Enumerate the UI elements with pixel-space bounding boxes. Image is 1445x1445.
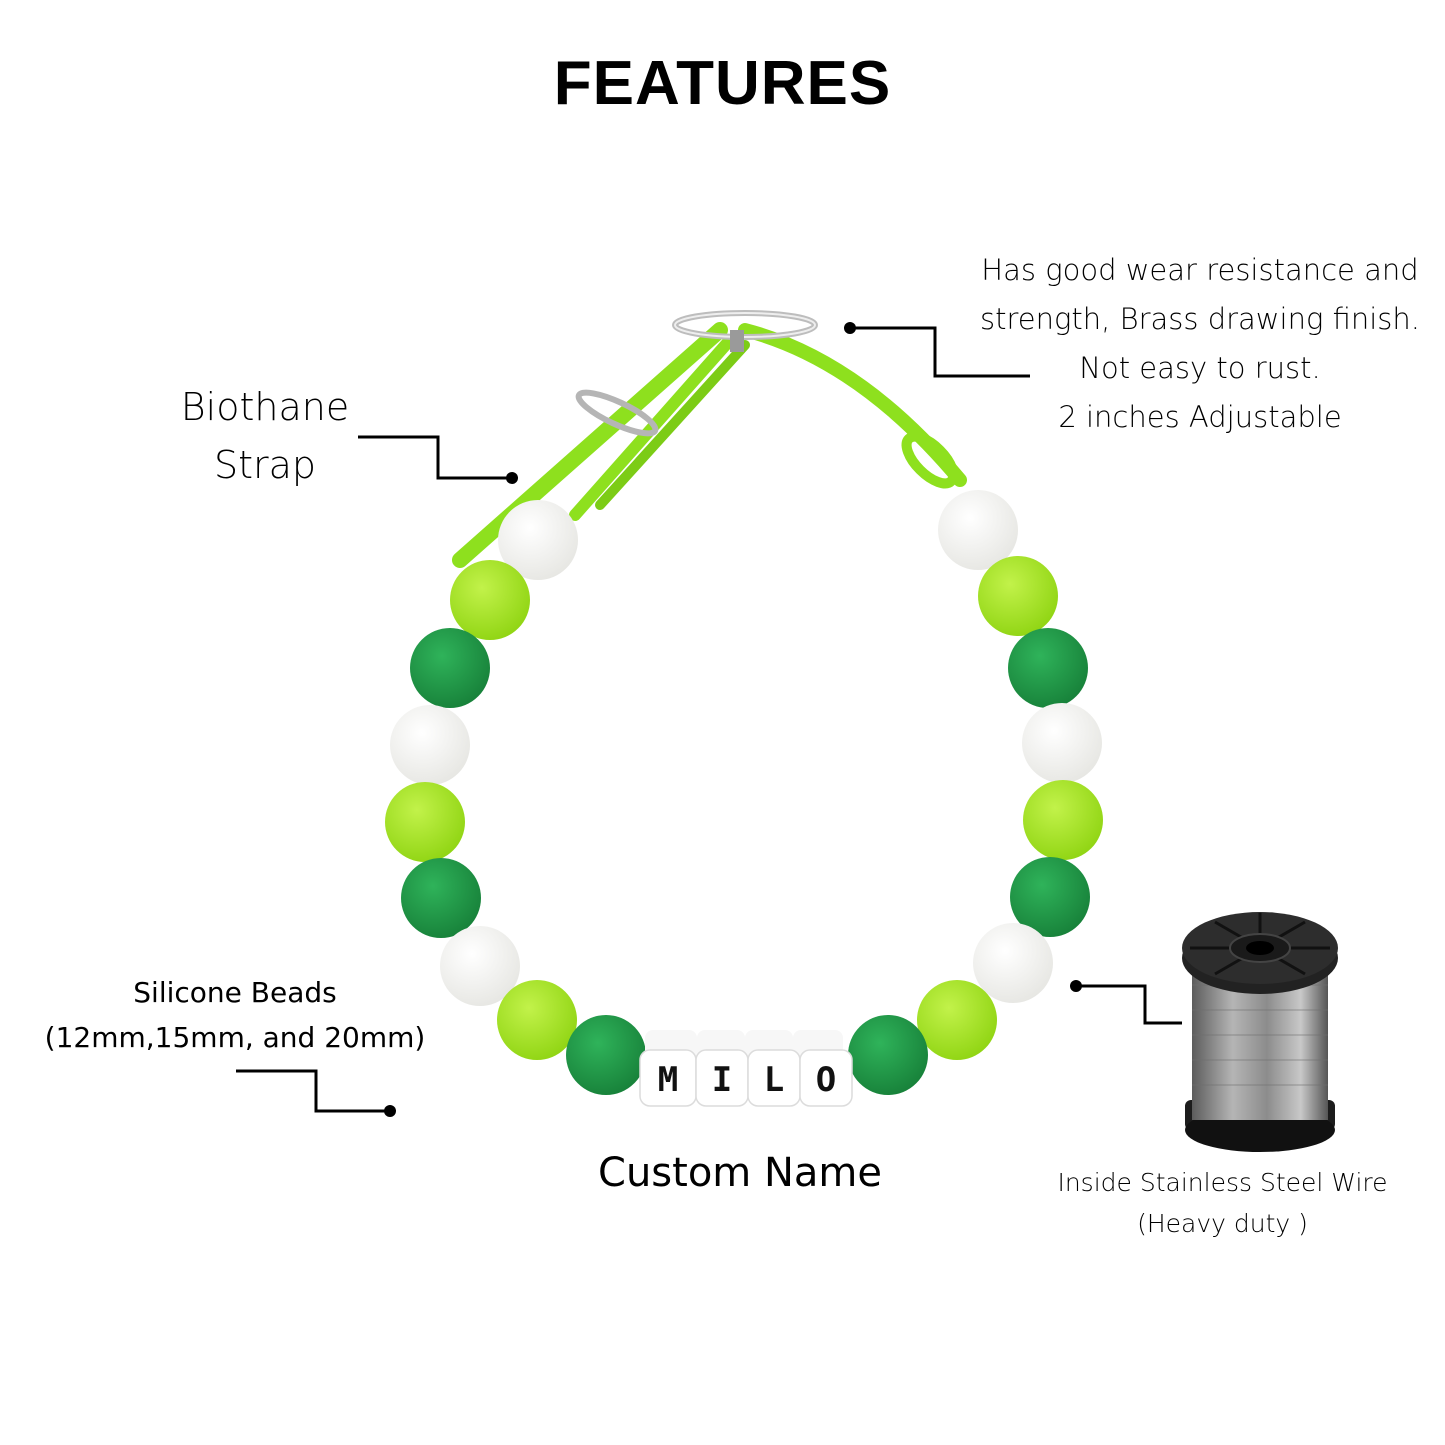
bead-lime	[917, 980, 997, 1060]
strap-label: Biothane Strap	[150, 378, 380, 494]
page-title: FEATURES	[553, 49, 892, 118]
hardware-label-line-3: Not easy to rust.	[1079, 351, 1321, 385]
buckle-hardware	[575, 310, 818, 437]
tag-letter-4: O	[816, 1060, 836, 1100]
tag-letter-3: L	[764, 1060, 784, 1100]
custom-name-label: Custom Name	[598, 1150, 882, 1196]
callout-hardware	[844, 322, 1030, 378]
bead-green	[401, 858, 481, 938]
letter-cubes: M I L O	[639, 1049, 853, 1107]
bead-green	[1008, 628, 1088, 708]
bead-green	[848, 1015, 928, 1095]
bead-white	[440, 926, 520, 1006]
beads-label-line-1: Silicone Beads	[133, 976, 337, 1009]
bead-lime	[450, 560, 530, 640]
bead-white	[938, 490, 1018, 570]
hardware-label-line-4: 2 inches Adjustable	[1058, 400, 1342, 434]
hardware-label-line-2: strength, Brass drawing finish.	[980, 302, 1420, 336]
strap-label-line-1: Biothane	[180, 385, 350, 429]
beads-label-line-2: (12mm,15mm, and 20mm)	[44, 1021, 426, 1054]
bead-green	[410, 628, 490, 708]
bead-lime	[497, 980, 577, 1060]
wire-label: Inside Stainless Steel Wire (Heavy duty …	[1030, 1162, 1415, 1244]
hardware-label: Has good wear resistance and strength, B…	[960, 246, 1440, 442]
bead-lime	[978, 556, 1058, 636]
wire-spool-icon	[1182, 912, 1338, 1152]
letter-cube	[799, 1049, 853, 1107]
beads-label: Silicone Beads (12mm,15mm, and 20mm)	[20, 970, 450, 1060]
hardware-label-line-1: Has good wear resistance and	[981, 253, 1419, 287]
callout-beads	[236, 1069, 396, 1117]
tag-letter-1: M	[658, 1060, 678, 1100]
bead-white	[973, 923, 1053, 1003]
wire-label-line-1: Inside Stainless Steel Wire	[1057, 1168, 1388, 1197]
bead-white	[390, 705, 470, 785]
bead-lime	[1023, 780, 1103, 860]
silicone-beads	[385, 490, 1103, 1095]
bead-white	[1022, 703, 1102, 783]
callout-strap	[358, 435, 518, 484]
bead-white	[498, 500, 578, 580]
tag-letter-2: I	[712, 1060, 732, 1100]
wire-label-line-2: (Heavy duty )	[1137, 1209, 1308, 1238]
callout-wire	[1070, 980, 1182, 1025]
strap-label-line-2: Strap	[213, 443, 317, 487]
bead-green	[1010, 857, 1090, 937]
bead-green	[566, 1015, 646, 1095]
bead-lime	[385, 782, 465, 862]
